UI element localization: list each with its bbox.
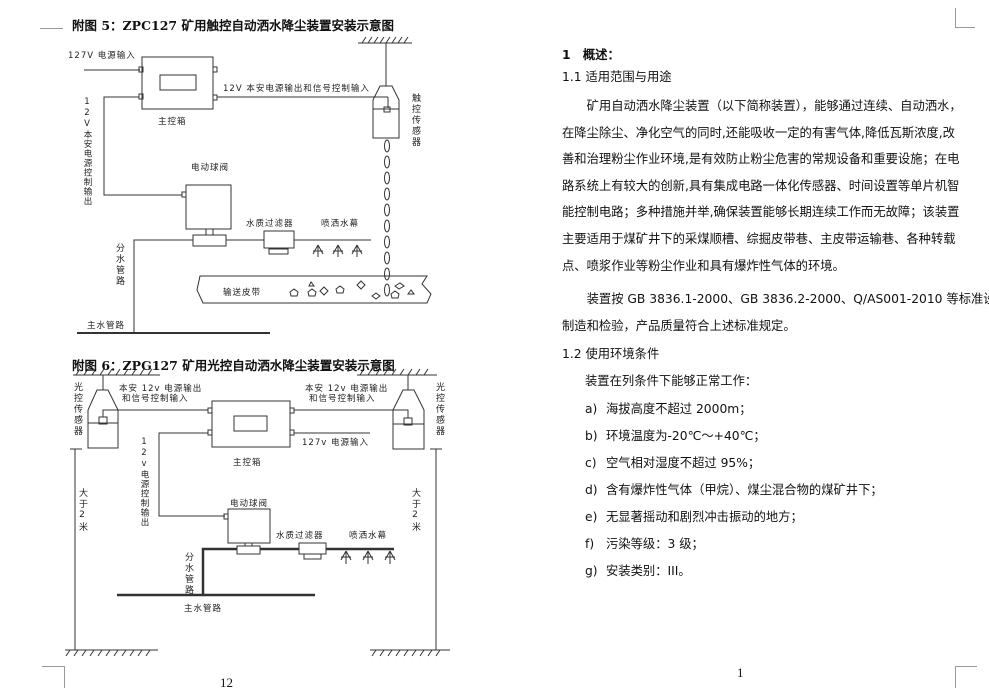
main-box-label: 主控箱 (233, 458, 262, 468)
paragraph-standards: 装置按 GB 3836.1-2000、GB 3836.2-2000、Q/AS00… (562, 286, 989, 339)
conditions-list: a) 海拔高度不超过 2000m； b) 环境温度为-20℃～+40℃； c) 空气相… (585, 396, 883, 585)
spray-label: 喷洒水幕 (321, 219, 360, 229)
signal-right-label-1: 本安 12v 电源输出 (305, 384, 389, 394)
condition-item: d) 含有爆炸性气体（甲烷）、煤尘混合物的煤矿井下； (585, 477, 883, 504)
paragraph-line: 制造和检验，产品质量符合上述标准规定。 (562, 318, 796, 333)
condition-text: 安装类别：III。 (606, 564, 691, 578)
conveyor-belt (196, 275, 432, 304)
condition-text: 无显著摇动和剧烈冲击振动的地方； (606, 510, 803, 524)
figure-5-title: 附图 5：ZPC127 矿用触控自动洒水降尘装置安装示意图 (72, 18, 394, 33)
ceiling-hatch (358, 36, 412, 44)
condition-text: 空气相对湿度不超过 95%； (606, 456, 761, 470)
light-sensor-left (87, 375, 119, 449)
section-heading-1: 1 概述： (562, 48, 620, 62)
control-output-label: 12V本安电源控制输出 (82, 97, 92, 206)
condition-item: f) 污染等级：3 级； (585, 531, 883, 558)
power-input-label: 127v 电源输入 (302, 438, 369, 448)
condition-item: b) 环境温度为-20℃～+40℃； (585, 423, 883, 450)
filter-label: 水质过滤器 (276, 531, 324, 541)
chain (384, 139, 390, 297)
figure-6-title: 附图 6：ZPG127 矿用光控自动洒水降尘装置安装示意图 (72, 358, 395, 373)
height-dimension-right (430, 448, 442, 650)
condition-text: 环境温度为-20℃～+40℃； (606, 429, 766, 443)
paragraph-line: 路系统上有较大的创新,具有集成电路一体化传感器、时间设置等单片机智 (562, 178, 960, 193)
branch-pipe (133, 239, 193, 333)
sensor-left-label: 光控传感器 (72, 382, 82, 437)
paragraph-line: 点、喷浆作业等粉尘作业和具有爆炸性气体的环境。 (562, 258, 845, 273)
condition-item: c) 空气相对湿度不超过 95%； (585, 450, 883, 477)
condition-letter: f) (585, 537, 595, 551)
main-pipe-label: 主水管路 (87, 321, 126, 331)
control-output-line (103, 96, 182, 196)
section-heading-1-1: 1.1 适用范围与用途 (562, 70, 672, 84)
condition-text: 海拔高度不超过 2000m； (606, 402, 752, 416)
light-sensor-right (392, 375, 425, 450)
condition-letter: c) (585, 456, 597, 470)
main-control-box (207, 400, 295, 448)
belt-label: 输送皮带 (223, 288, 262, 298)
paragraph-line: 在降尘除尘、净化空气的同时,还能吸收一定的有害气体,降低瓦斯浓度,改 (562, 125, 955, 140)
crop-mark (64, 666, 65, 688)
branch-pipe-label: 分水管路 (183, 552, 193, 596)
condition-text: 含有爆炸性气体（甲烷）、煤尘混合物的煤矿井下； (606, 483, 883, 497)
crop-mark (955, 666, 956, 688)
branch-pipe (201, 547, 237, 595)
condition-item: g) 安装类别：III。 (585, 558, 883, 585)
signal-label: 12V 本安电源输出和信号控制输入 (223, 84, 370, 94)
crop-mark (955, 27, 975, 28)
filter-label: 水质过滤器 (246, 219, 294, 229)
sensor-right-label: 光控传感器 (434, 382, 444, 437)
paragraph-line: 善和治理粉尘作业环境,是有效防止粉尘危害的常规设备和重要设施；在电 (562, 152, 960, 167)
main-pipe-label: 主水管路 (184, 604, 223, 614)
ceiling-hatch-left (73, 368, 160, 376)
electric-ball-valve (223, 508, 271, 555)
section-heading-1-2: 1.2 使用环境条件 (562, 347, 660, 361)
floor-hatch-right (370, 649, 450, 657)
conditions-intro: 装置在列条件下能够正常工作： (585, 374, 758, 388)
floor-hatch-left (65, 649, 158, 657)
water-filter (298, 542, 327, 560)
height-right-label: 大于2米 (410, 488, 420, 533)
crop-mark (42, 666, 64, 667)
condition-text: 污染等级：3 级； (606, 537, 704, 551)
crop-mark (955, 666, 977, 667)
right-page-number: 1 (737, 665, 744, 680)
control-output-line (158, 432, 225, 517)
condition-item: a) 海拔高度不超过 2000m； (585, 396, 883, 423)
power-input-label: 127V 电源输入 (68, 51, 136, 61)
condition-letter: b) (585, 429, 598, 443)
main-box-label: 主控箱 (158, 117, 187, 127)
condition-letter: d) (585, 483, 598, 497)
paragraph-line: 主要适用于煤矿井下的采煤顺槽、综掘皮带巷、主皮带运输巷、各种转载 (562, 231, 956, 246)
valve-label: 电动球阀 (230, 499, 269, 509)
signal-left-label-2: 和信号控制输入 (122, 394, 189, 404)
condition-letter: g) (585, 564, 598, 578)
height-left-label: 大于2米 (77, 488, 87, 533)
valve-label: 电动球阀 (191, 163, 230, 173)
spray-label: 喷洒水幕 (349, 531, 388, 541)
condition-item: e) 无显著摇动和剧烈冲击振动的地方； (585, 504, 883, 531)
branch-pipe-label: 分水管路 (114, 243, 124, 287)
touch-sensor (372, 43, 400, 139)
paragraph-line: 能控制电路；多种措施并举,确保装置能够长期连续工作而无故障；该装置 (562, 205, 960, 220)
paragraph-line: 矿用自动洒水降尘装置（以下简称装置），能够通过连续、自动洒水， (562, 99, 962, 113)
condition-letter: e) (585, 510, 598, 524)
sensor-label: 触控传感器 (410, 93, 420, 148)
figure-5-diagram (77, 36, 432, 334)
left-page-number: 12 (220, 675, 233, 690)
condition-letter: a) (585, 402, 598, 416)
crop-mark (955, 8, 956, 28)
paragraph-line: 装置按 GB 3836.1-2000、GB 3836.2-2000、Q/AS00… (562, 292, 989, 306)
sprinklers (312, 244, 363, 257)
figure-6-diagram (65, 368, 450, 657)
signal-left-label-1: 本安 12v 电源输出 (119, 384, 203, 394)
control-output-label: 12v电源控制输出 (139, 437, 149, 527)
paragraph-purpose: 矿用自动洒水降尘装置（以下简称装置），能够通过连续、自动洒水， 在降尘除尘、净化… (562, 93, 962, 279)
signal-right-label-2: 和信号控制输入 (309, 394, 376, 404)
sprinklers (340, 550, 396, 564)
height-dimension-left (70, 448, 82, 650)
crop-mark (40, 28, 63, 29)
ceiling-hatch-right (357, 368, 437, 376)
